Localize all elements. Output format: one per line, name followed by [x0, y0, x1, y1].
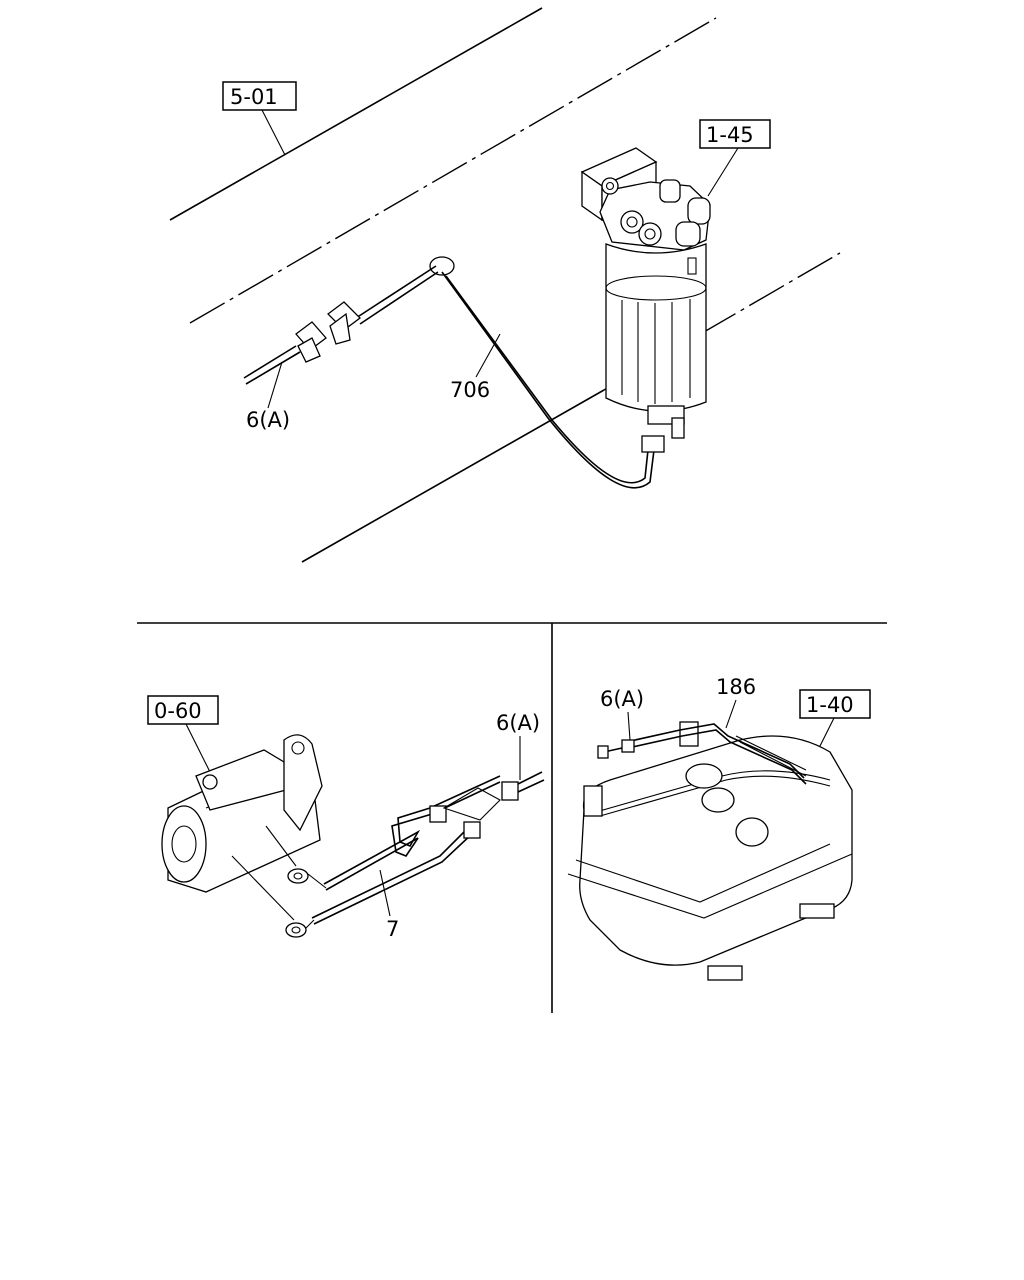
fuel-tank-icon	[567, 721, 853, 981]
part-label-186: 186	[716, 675, 756, 699]
leader-7	[379, 869, 391, 917]
top-section: 5-01	[169, 7, 841, 563]
bottom-left-section: 0-60	[147, 695, 545, 941]
section-dividers	[137, 622, 887, 1013]
part-label-6a-bl: 6(A)	[496, 711, 540, 735]
ref-box-0-60[interactable]	[147, 695, 219, 725]
ref-box-1-40[interactable]	[799, 689, 871, 719]
harness-706	[243, 256, 665, 489]
leader-706	[475, 333, 501, 378]
bottom-right-section: 6(A) 186 1-40	[567, 675, 871, 981]
ref-label-0-60: 0-60	[154, 699, 202, 723]
leader-6a-br	[627, 711, 631, 741]
leader-186	[725, 699, 737, 729]
ref-label-1-40: 1-40	[806, 693, 854, 717]
harness-7	[311, 771, 545, 925]
ring-terminal-icon	[231, 825, 327, 938]
ref-label-1-45: 1-45	[706, 123, 754, 147]
part-label-7: 7	[386, 917, 399, 941]
ref-leader-1-45	[707, 147, 739, 197]
fuel-filter-icon	[580, 147, 711, 439]
starter-motor-icon	[161, 734, 323, 893]
ref-box-1-45[interactable]	[699, 119, 771, 149]
frame-rail-lines	[169, 7, 841, 563]
ref-label-5-01: 5-01	[230, 85, 278, 109]
connector-icon	[597, 745, 609, 759]
ref-leader-5-01	[261, 109, 286, 156]
ref-box-5-01[interactable]	[222, 81, 297, 111]
leader-6a-top	[267, 361, 283, 409]
part-label-706: 706	[450, 378, 490, 402]
part-label-6a-br: 6(A)	[600, 687, 644, 711]
part-label-6a-top: 6(A)	[246, 408, 290, 432]
